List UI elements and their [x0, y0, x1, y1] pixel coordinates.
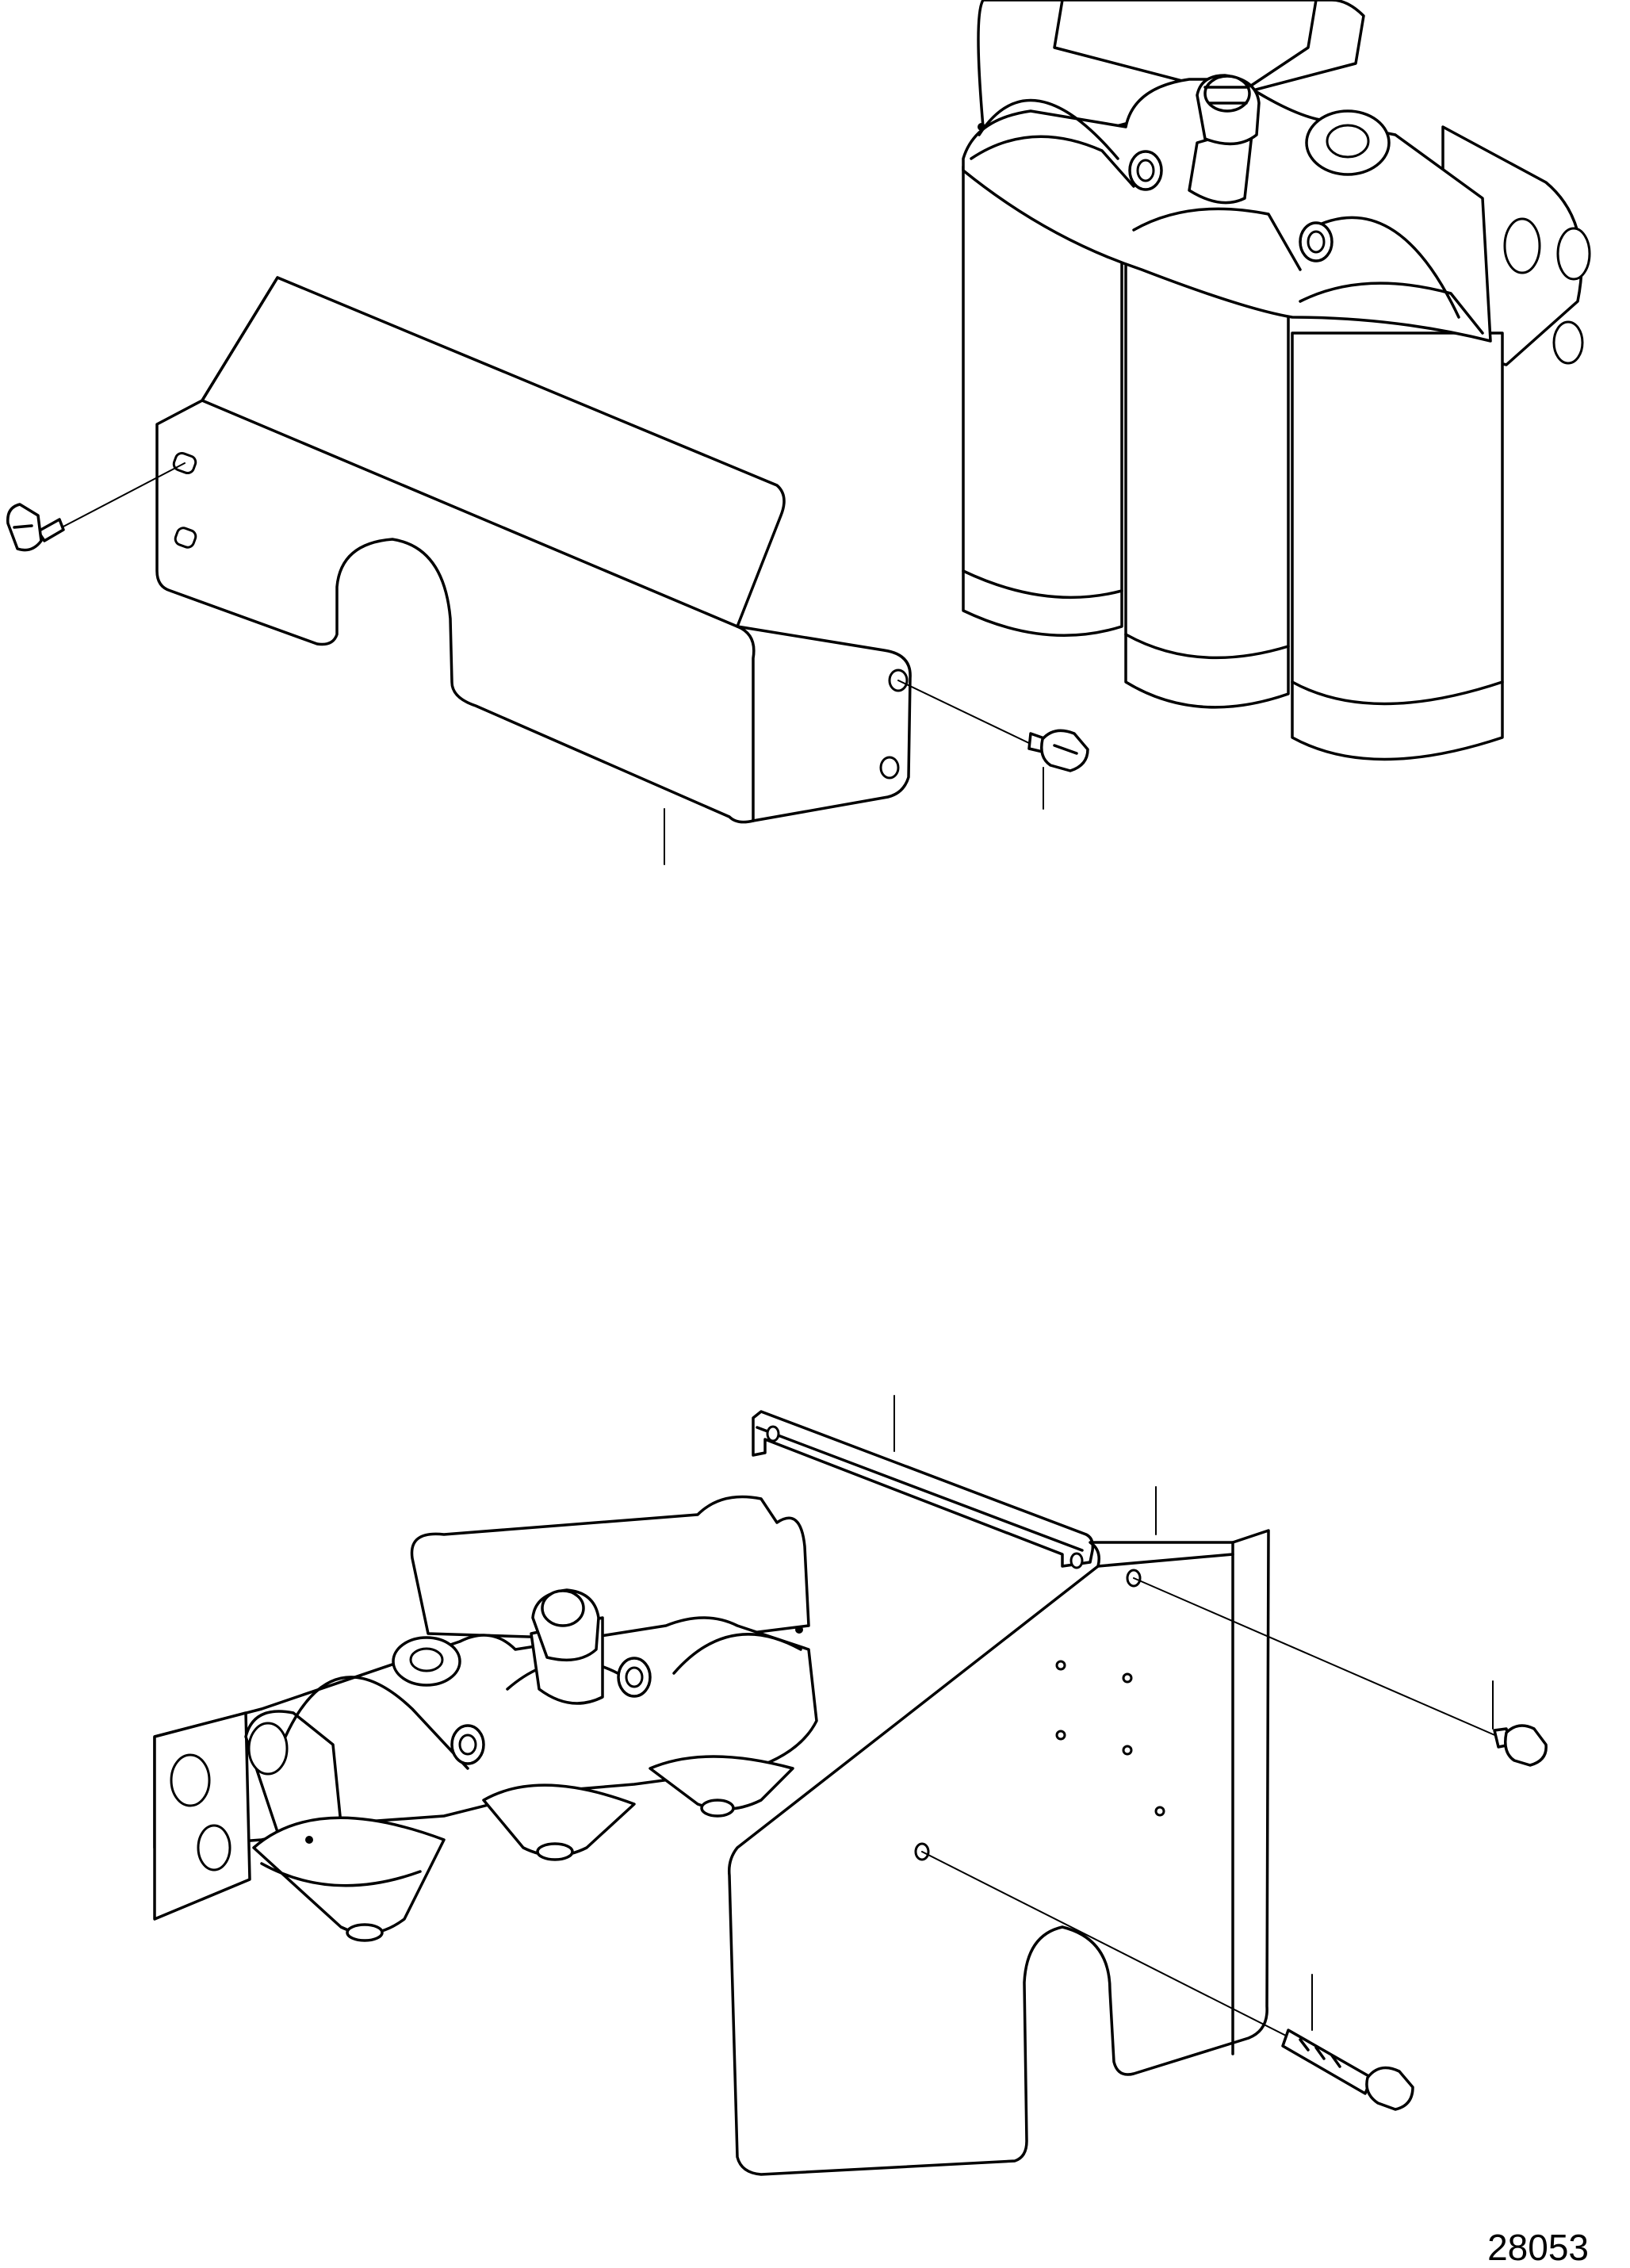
bolt-top-right — [897, 680, 1089, 772]
fuel-filter-head-bottom — [153, 1495, 818, 1942]
long-bolt-bottom — [921, 1851, 1414, 2111]
bolt-bottom-right — [1133, 1577, 1548, 1767]
heat-shield-top — [155, 276, 912, 824]
bolt-top-left — [6, 462, 186, 552]
figure-number: 28053 — [1487, 2227, 1589, 2268]
heat-shield-plate-bottom — [727, 1529, 1270, 2176]
fuel-filter-assembly-top — [962, 0, 1591, 761]
